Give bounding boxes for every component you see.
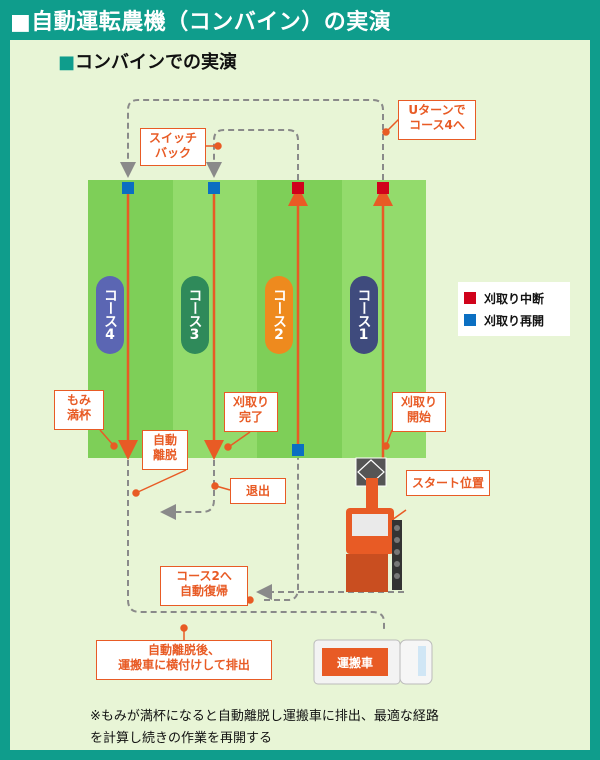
callout-uturn: Uターンで コース4へ	[398, 100, 476, 140]
legend-item-suspend: 刈取り中断	[464, 287, 570, 309]
resume-marker-course3	[208, 182, 220, 194]
dashed-path-switchback	[206, 129, 299, 180]
resume-swatch-icon	[464, 314, 476, 326]
suspend-swatch-icon	[464, 292, 476, 304]
section-title: ■コンバインでの実演	[58, 48, 237, 74]
course-label-2: コース2	[265, 276, 293, 354]
dashed-path-unload	[127, 460, 385, 632]
callout-start-position: スタート位置	[406, 470, 490, 496]
course-label-3: コース3	[180, 276, 209, 354]
suspend-marker-course1	[377, 182, 389, 194]
legend: 刈取り中断 刈取り再開	[458, 282, 570, 336]
truck-label: 運搬車	[322, 648, 388, 676]
resume-marker-course4	[122, 182, 134, 194]
callout-leaders	[99, 117, 407, 640]
callout-switchback: スイッチ バック	[140, 128, 206, 166]
course-label-1: コース1	[349, 276, 378, 354]
legend-item-resume: 刈取り再開	[464, 309, 570, 331]
course-label-4: コース4	[96, 276, 124, 354]
legend-label-suspend: 刈取り中断	[484, 291, 545, 306]
dashed-path-exit	[160, 460, 215, 520]
callout-harvest-start: 刈取り 開始	[392, 392, 446, 432]
page-title: ■自動運転農機（コンバイン）の実演	[10, 10, 392, 35]
dashed-path-uturn	[120, 99, 384, 180]
section-marker: ■	[58, 52, 76, 73]
callout-unload: 自動離脱後、 運搬車に横付けして排出	[96, 640, 272, 680]
header-bar: ■自動運転農機（コンバイン）の実演	[0, 0, 600, 40]
harvest-routes	[118, 186, 393, 462]
callout-auto-leave: 自動 離脱	[142, 430, 188, 470]
footnote: ※もみが満杯になると自動離脱し運搬車に排出、最適な経路 を計算し続きの作業を再開…	[90, 709, 439, 746]
callout-full: もみ 満杯	[54, 390, 104, 430]
callout-harvest-done: 刈取り 完了	[224, 392, 278, 432]
resume-marker-course2-bottom	[292, 444, 304, 456]
combine-harvester-icon	[346, 457, 402, 592]
callout-return-course2: コース2へ 自動復帰	[160, 566, 248, 606]
section-title-text: コンバインでの実演	[75, 52, 238, 73]
suspend-marker-course2	[292, 182, 304, 194]
callout-exit: 退出	[230, 478, 286, 504]
legend-label-resume: 刈取り再開	[484, 313, 545, 328]
